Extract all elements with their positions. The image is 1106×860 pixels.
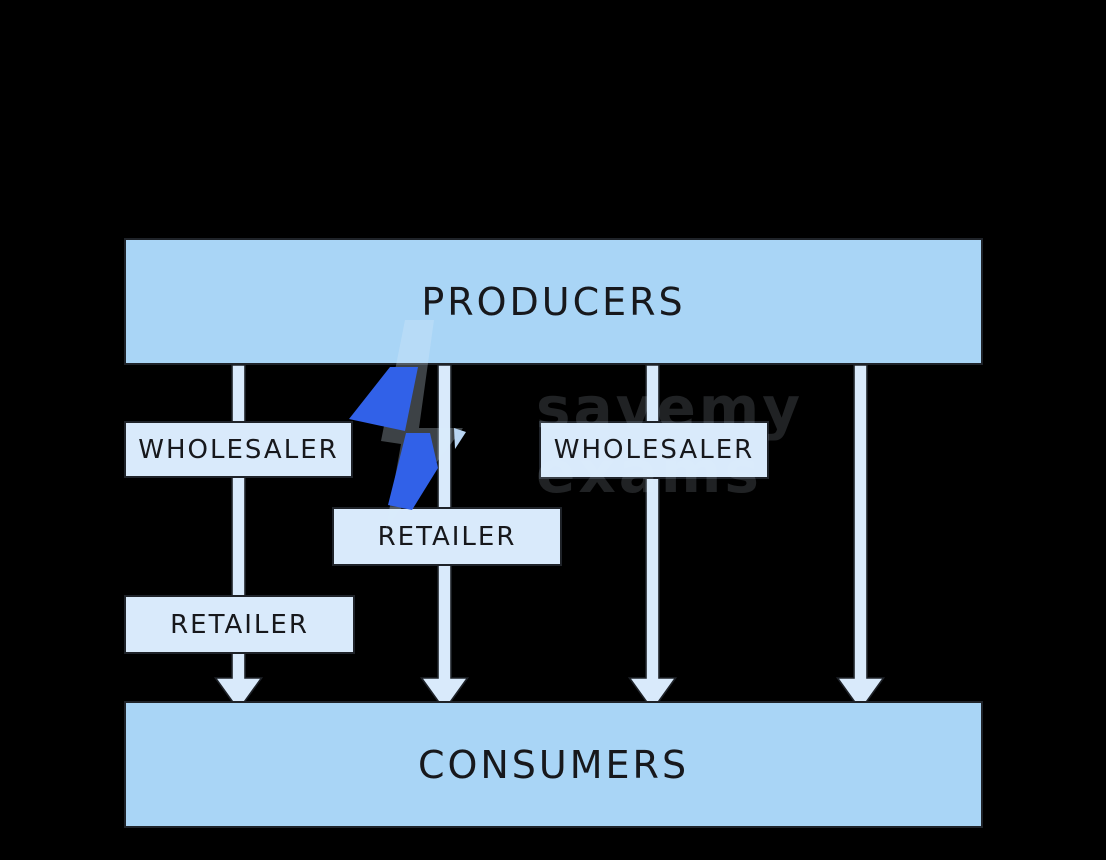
down-arrow-channel-3 xyxy=(627,364,678,712)
retailer-box-left: RETAILER xyxy=(124,595,355,654)
down-arrow-channel-1 xyxy=(213,364,264,712)
wholesaler-right-label: WHOLESALER xyxy=(553,435,755,465)
producers-band: PRODUCERS xyxy=(124,238,983,365)
retailer-mid-label: RETAILER xyxy=(377,521,517,552)
down-arrow-channel-4 xyxy=(835,364,886,712)
wholesaler-box-right: WHOLESALER xyxy=(539,421,769,479)
retailer-left-label: RETAILER xyxy=(170,609,309,640)
consumers-label: CONSUMERS xyxy=(417,742,690,787)
wholesaler-box-left: WHOLESALER xyxy=(124,421,353,478)
wholesaler-left-label: WHOLESALER xyxy=(138,434,339,465)
producers-label: PRODUCERS xyxy=(421,279,686,324)
retailer-box-middle: RETAILER xyxy=(332,507,562,566)
consumers-band: CONSUMERS xyxy=(124,701,983,828)
